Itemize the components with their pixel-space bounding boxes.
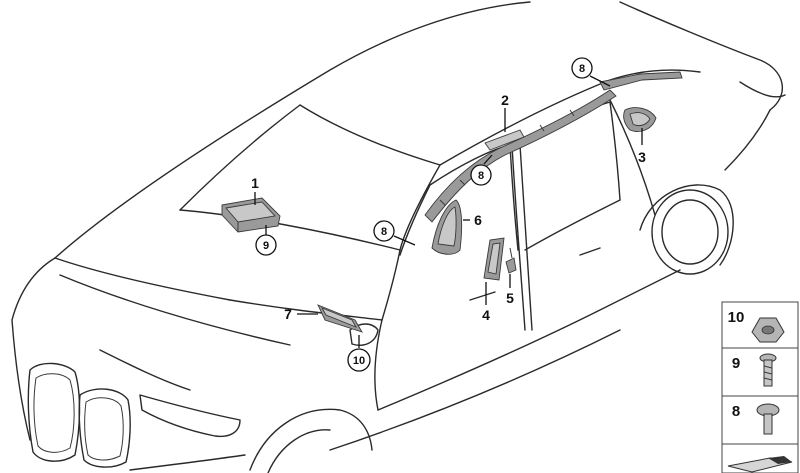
legend-item-partial — [721, 443, 799, 473]
parts — [221, 71, 683, 333]
svg-text:9: 9 — [263, 240, 269, 252]
circled-callouts: 8 8 8 9 10 — [255, 57, 593, 372]
nut-icon — [751, 317, 785, 343]
passenger-airbag-part — [221, 197, 281, 233]
callout-4: 4 — [482, 307, 490, 323]
circled-callout-8-top: 8 — [571, 57, 593, 79]
legend-item-10: 10 — [721, 301, 799, 349]
legend-item-9: 9 — [721, 347, 799, 397]
knee-airbag-part — [317, 304, 363, 333]
svg-text:9: 9 — [732, 355, 740, 372]
svg-text:10: 10 — [728, 309, 745, 326]
svg-text:8: 8 — [579, 63, 585, 75]
circled-callout-9: 9 — [255, 234, 277, 256]
bracket-part — [505, 247, 517, 274]
callout-6: 6 — [474, 212, 482, 228]
svg-text:8: 8 — [381, 226, 387, 238]
curtain-airbag-part — [424, 71, 683, 223]
callout-1: 1 — [251, 175, 259, 191]
callout-3: 3 — [638, 149, 646, 165]
legend-item-8: 8 — [721, 395, 799, 445]
leader-lines — [254, 75, 643, 348]
svg-text:8: 8 — [478, 170, 484, 182]
rear-bracket-part — [623, 107, 657, 132]
screw-icon — [759, 353, 777, 387]
callout-labels: 1 2 3 4 5 6 7 — [251, 92, 646, 323]
callout-5: 5 — [506, 290, 514, 306]
callout-7: 7 — [284, 306, 292, 322]
car-outline — [11, 1, 786, 473]
rear-side-airbag-part — [483, 237, 505, 281]
svg-text:10: 10 — [353, 355, 365, 367]
circled-callout-8-middle: 8 — [470, 164, 492, 186]
svg-text:8: 8 — [732, 403, 740, 420]
circled-callout-10: 10 — [347, 348, 371, 372]
clip-screw-icon — [756, 403, 780, 435]
hardware-legend: 10 9 8 — [721, 301, 799, 473]
seat-airbag-part — [431, 199, 463, 255]
circled-callout-8-left: 8 — [373, 220, 395, 242]
callout-2: 2 — [501, 92, 509, 108]
